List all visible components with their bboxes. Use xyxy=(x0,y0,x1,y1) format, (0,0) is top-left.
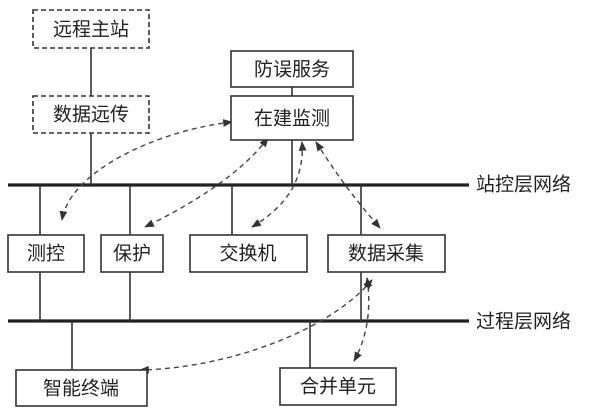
node-measure-control: 测控 xyxy=(7,234,85,273)
node-switch: 交换机 xyxy=(189,234,308,273)
flow-monitor-switch xyxy=(251,141,307,228)
node-online-monitor: 在建监测 xyxy=(230,95,354,141)
node-online-monitor-label: 在建监测 xyxy=(254,108,330,130)
process-network-label: 过程层网络 xyxy=(476,311,571,333)
node-anti-misop: 防误服务 xyxy=(230,50,354,88)
node-remote-master-label: 远程主站 xyxy=(53,19,129,41)
node-merging-unit: 合并单元 xyxy=(279,367,397,406)
flow-monitor-measure xyxy=(59,119,233,221)
node-remote-master: 远程主站 xyxy=(32,9,150,49)
node-anti-misop-label: 防误服务 xyxy=(254,59,330,81)
node-measure-control-label: 测控 xyxy=(27,243,65,265)
node-remote-transmit-label: 数据远传 xyxy=(53,104,129,126)
node-data-acquisition-label: 数据采集 xyxy=(348,243,424,265)
node-smart-terminal: 智能终端 xyxy=(15,369,148,407)
node-protection: 保护 xyxy=(100,234,164,273)
node-switch-label: 交换机 xyxy=(219,243,276,265)
node-protection-label: 保护 xyxy=(113,243,151,265)
node-smart-terminal-label: 智能终端 xyxy=(43,378,119,400)
flow-acquisition-merging xyxy=(353,277,373,362)
node-merging-unit-label: 合并单元 xyxy=(300,376,376,398)
flow-monitor-acquisition xyxy=(315,141,381,229)
flow-monitor-protection xyxy=(144,137,269,228)
station-network-label: 站控层网络 xyxy=(476,174,571,196)
node-remote-transmit: 数据远传 xyxy=(32,95,150,134)
node-data-acquisition: 数据采集 xyxy=(327,234,446,273)
flow-acquisition-terminal xyxy=(139,279,373,374)
